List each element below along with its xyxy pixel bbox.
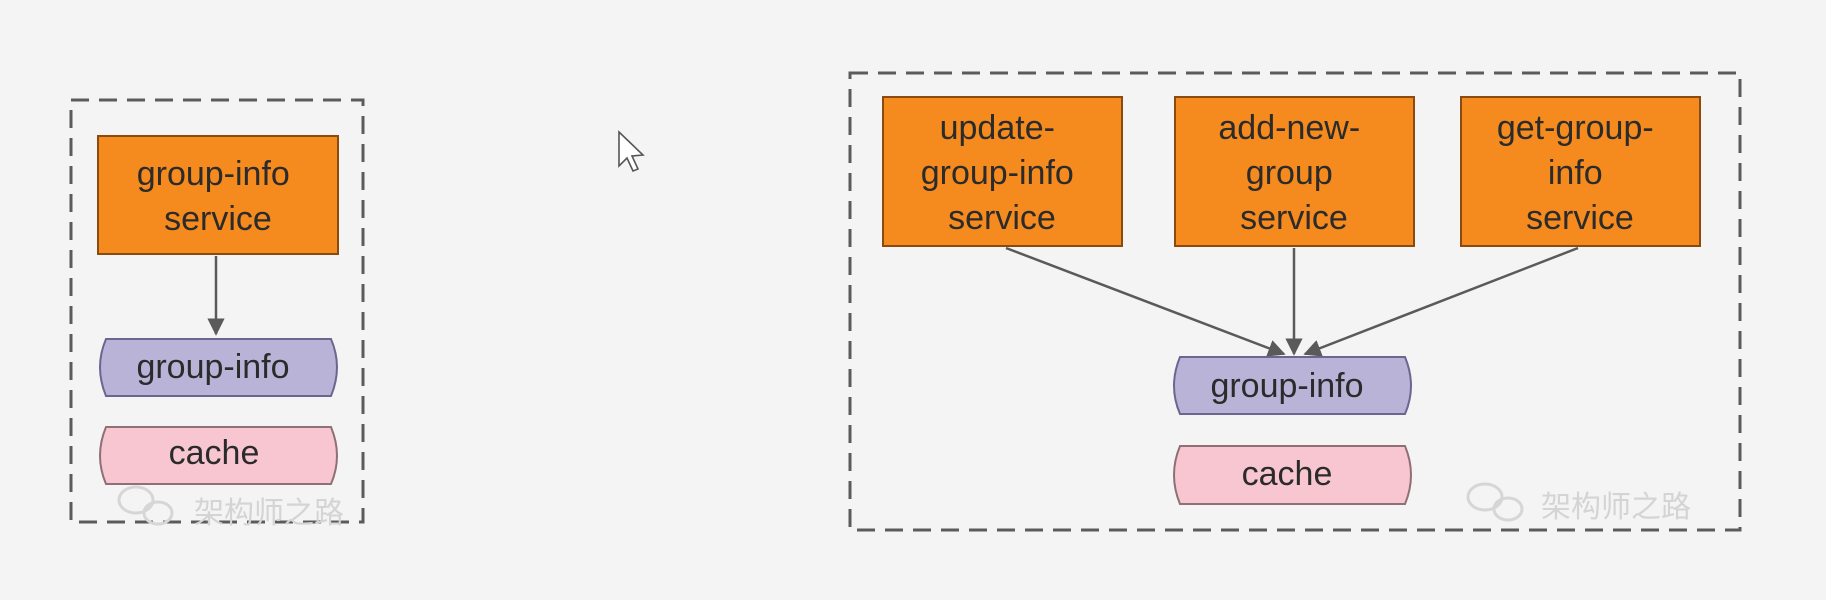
service-2-line-3: service xyxy=(1240,199,1348,237)
right-dashed-boundary xyxy=(848,71,1742,532)
svg-text:get-group- info: get-group- info service xyxy=(1497,109,1663,237)
add-new-group-service-box: add-new- group service xyxy=(1174,96,1415,247)
right-panel: update- group-info service add-new- grou… xyxy=(848,71,1742,532)
service-2-line-1: add-new- xyxy=(1218,109,1360,147)
mouse-cursor-icon xyxy=(618,130,645,173)
left-group-info-store: group-info xyxy=(99,338,338,397)
right-cache-store: cache xyxy=(1173,445,1412,505)
left-cache-label: cache xyxy=(169,434,260,472)
wechat-icon xyxy=(1466,482,1524,522)
left-panel: group-info service group-info cache 架构师之… xyxy=(69,98,365,531)
service-1-line-1: update- xyxy=(940,109,1055,147)
arrow-get-to-store xyxy=(1303,246,1579,357)
left-service-line-1: group-info xyxy=(137,155,290,193)
service-3-line-2: info xyxy=(1548,154,1603,192)
svg-text:update- group-info: update- group-info service xyxy=(921,109,1084,237)
left-cache-store: cache xyxy=(99,426,338,485)
service-2-line-2: group xyxy=(1246,154,1333,192)
right-watermark-text: 架构师之路 xyxy=(1541,490,1691,525)
service-3-line-3: service xyxy=(1526,199,1634,237)
service-1-line-2: group-info xyxy=(921,154,1074,192)
right-cache-label: cache xyxy=(1242,455,1333,493)
svg-text:group-info service: group-info service xyxy=(137,155,300,238)
service-1-line-3: service xyxy=(948,199,1056,237)
arrow-update-to-store xyxy=(1005,246,1286,357)
left-watermark-text: 架构师之路 xyxy=(194,496,344,531)
wechat-icon xyxy=(117,485,174,526)
left-group-info-service-box: group-info service xyxy=(97,135,339,255)
right-group-info-store: group-info xyxy=(1173,356,1412,415)
update-group-info-service-box: update- group-info service xyxy=(882,96,1123,247)
left-dashed-boundary xyxy=(69,98,365,524)
left-store-label: group-info xyxy=(136,348,289,386)
service-3-line-1: get-group- xyxy=(1497,109,1654,147)
right-store-label: group-info xyxy=(1210,367,1363,405)
left-watermark: 架构师之路 xyxy=(117,485,344,531)
left-service-line-2: service xyxy=(164,200,272,238)
right-watermark: 架构师之路 xyxy=(1466,482,1691,525)
get-group-info-service-box: get-group- info service xyxy=(1460,96,1701,247)
svg-text:add-new- group: add-new- group service xyxy=(1218,109,1369,237)
